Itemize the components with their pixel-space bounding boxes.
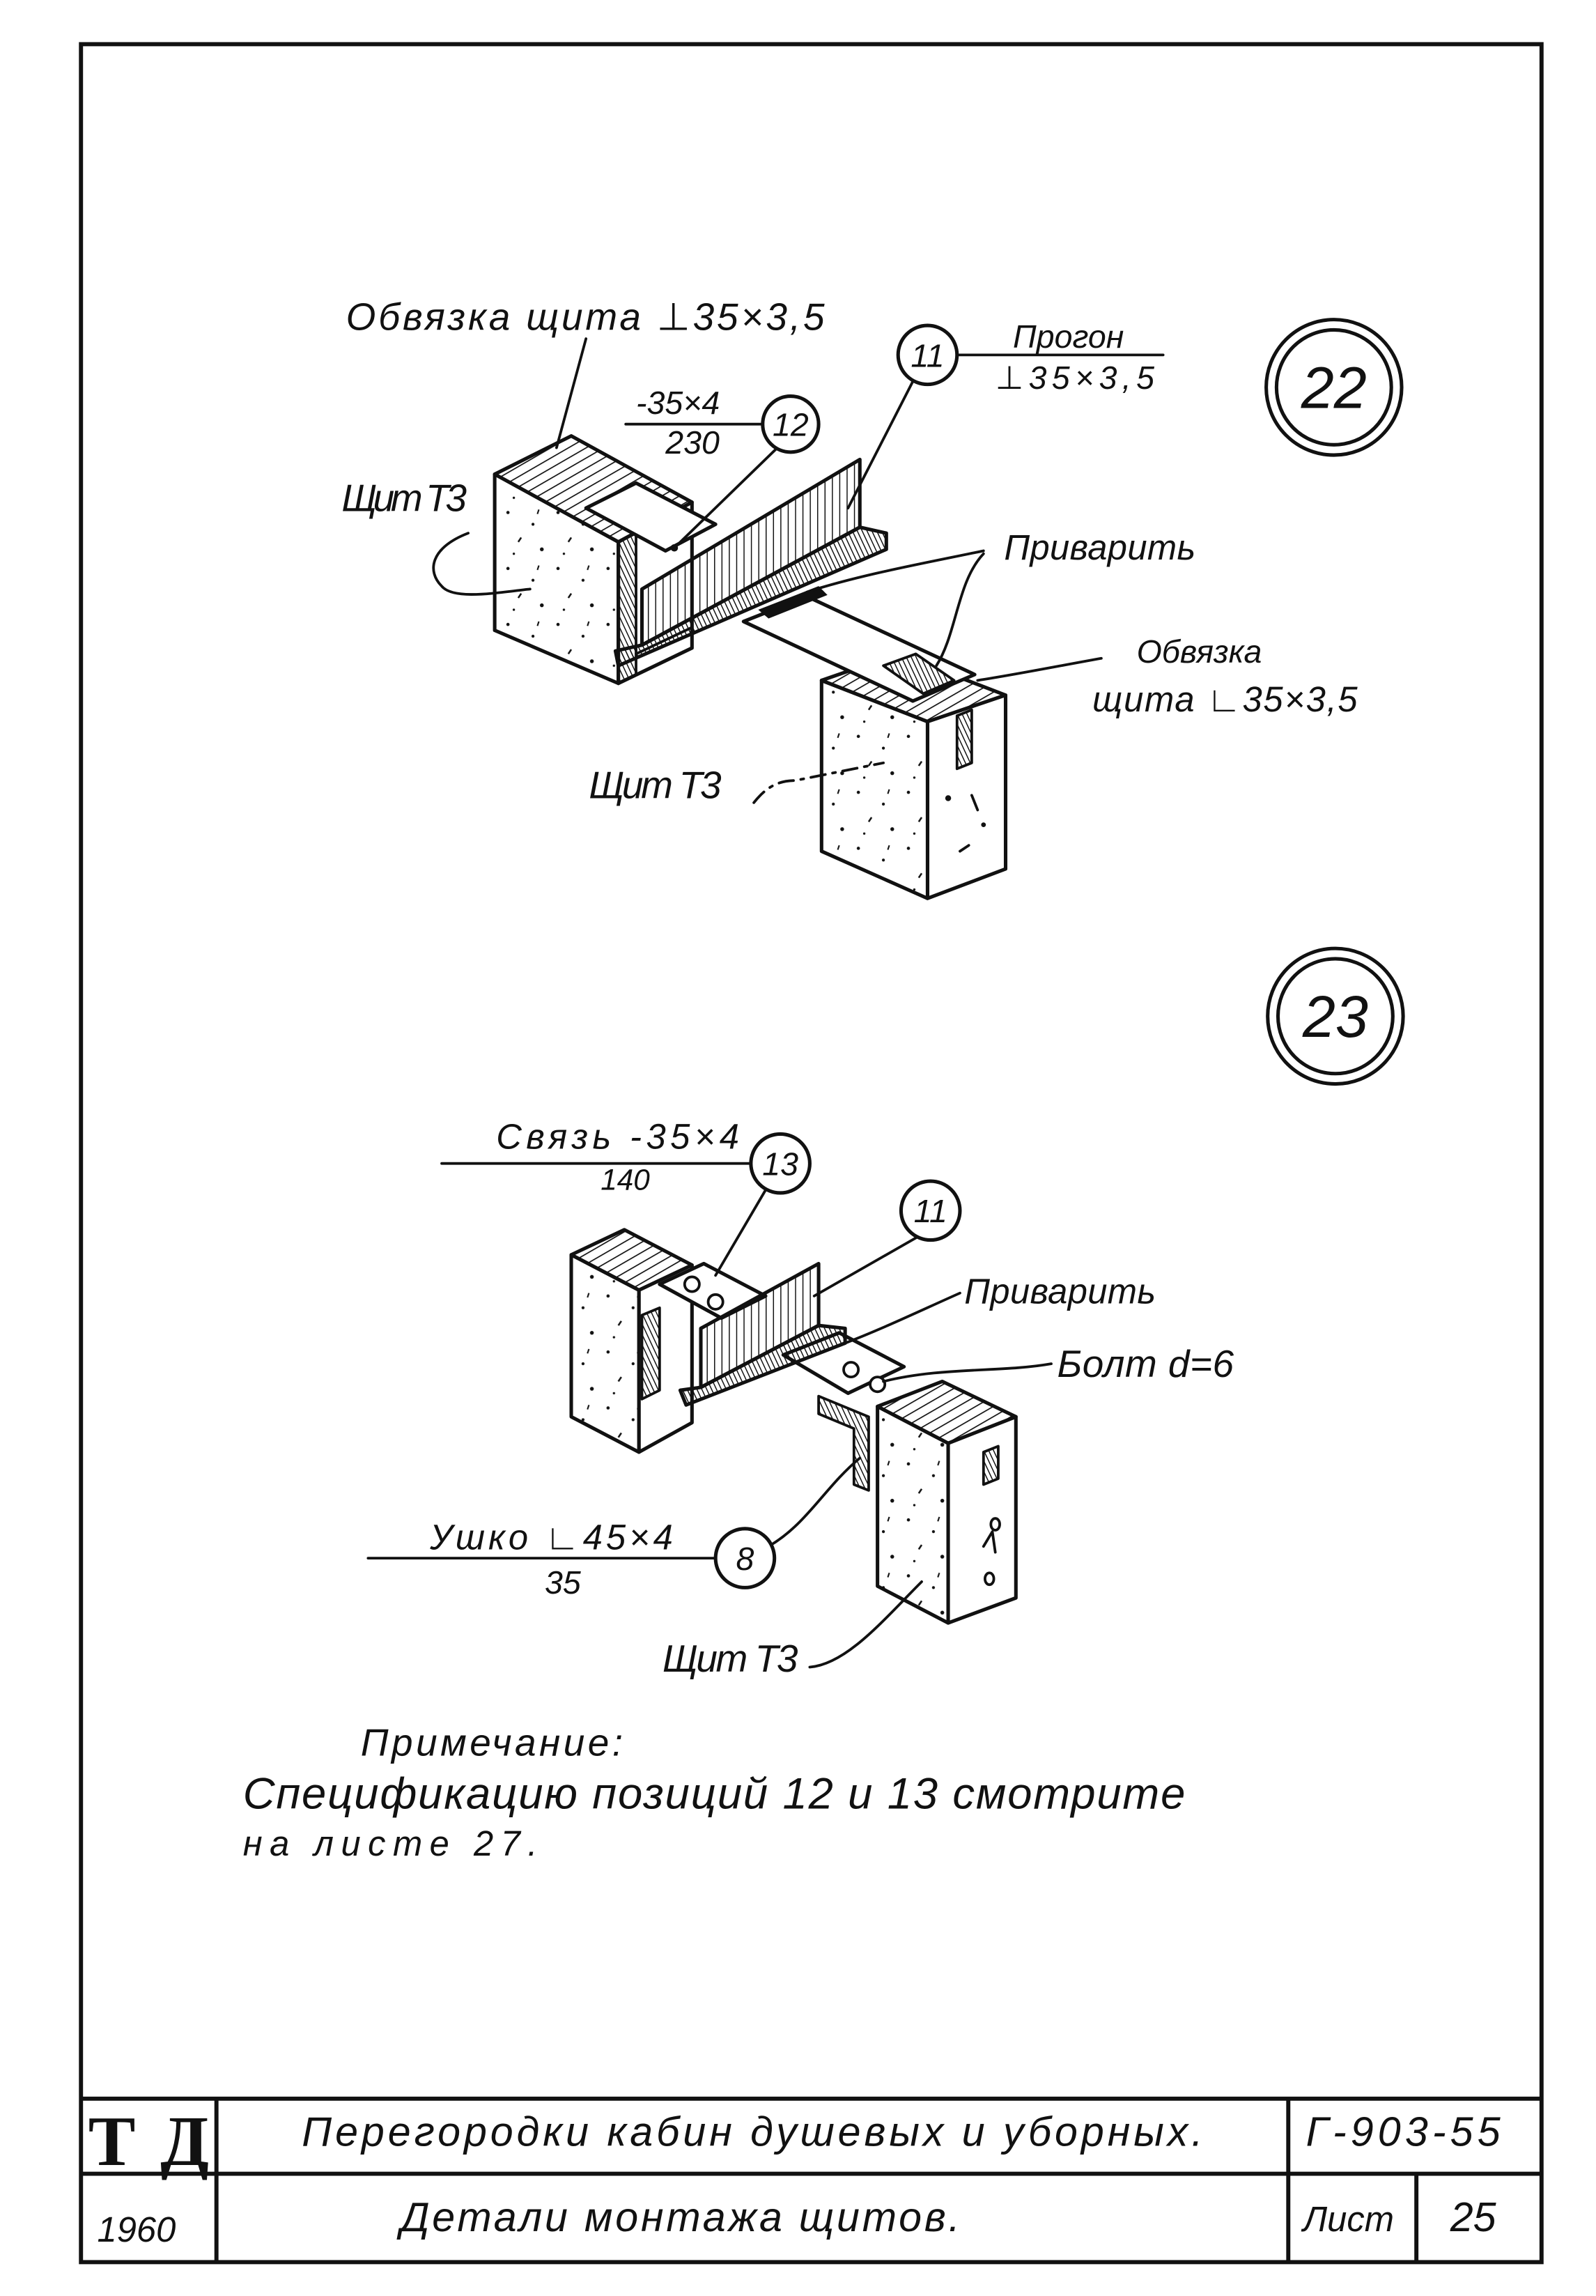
bolt-head — [842, 1361, 860, 1379]
plate-12-leader-dot — [670, 544, 679, 552]
position-circle-11 — [899, 1179, 962, 1242]
sheet-label: Лист — [1301, 2199, 1394, 2239]
project-title: Перегородки кабин душевых и уборных. — [302, 2108, 1202, 2155]
sheet-number: 25 — [1450, 2194, 1497, 2240]
note-heading: Примечание: — [361, 1720, 623, 1764]
plate-12-spec: -35×4 — [636, 385, 720, 421]
position-12-number: 12 — [773, 407, 809, 443]
panel-left-label: Щит Т3 — [341, 476, 467, 519]
weld-leader-right — [935, 552, 985, 668]
weld-label: Приварить — [1004, 527, 1195, 567]
detail-22-drawing: 12 11 22 Обвязка щита ⊥35×3,5 -35×4 230 … — [341, 295, 1404, 900]
panel-right-frame-slot — [982, 1444, 1000, 1486]
position-11-number: 11 — [911, 337, 944, 373]
purlin-11-leader — [846, 380, 915, 510]
panel-right-side-face — [925, 693, 1008, 900]
detail-23-inner-circle — [1276, 957, 1395, 1076]
bolt-leader — [882, 1362, 1053, 1383]
tie-spec: Связь -35×4 — [496, 1117, 739, 1157]
weld-label: Приварить — [964, 1271, 1156, 1311]
purlin-bottom-flange — [613, 525, 888, 668]
detail-23-drawing: 23 13 11 8 Связь -35×4 140 Приварить Бол… — [366, 946, 1405, 1680]
sheet-border — [79, 42, 1544, 2265]
panel-left-leader — [432, 532, 532, 596]
purlin-spec: ⊥35×3,5 — [995, 360, 1154, 396]
plate-12 — [584, 481, 718, 553]
title-block: ТД 1960 Перегородки кабин душевых и убор… — [81, 2096, 1542, 2263]
lug-8 — [817, 1394, 870, 1492]
lug-length: 35 — [545, 1564, 581, 1601]
panel-right-speck — [984, 1571, 995, 1587]
panel-right-leader — [752, 761, 885, 804]
frame-right-label-line1: Обвязка — [1137, 633, 1262, 670]
position-circle-11 — [896, 323, 959, 387]
position-13-number: 13 — [762, 1146, 798, 1182]
position-circle-13 — [749, 1132, 812, 1195]
purlin-name: Прогон — [1013, 318, 1124, 355]
lug-8-leader — [767, 1456, 862, 1548]
stamp-letters: ТД — [88, 2102, 209, 2180]
panel-label: Щит Т3 — [663, 1637, 798, 1680]
lug-spec: Ушко ∟45×4 — [429, 1517, 673, 1557]
panel-right-speck — [981, 822, 986, 827]
detail-22-number: 22 — [1301, 354, 1367, 420]
panel-right-label: Щит Т3 — [589, 764, 722, 807]
panel-left-channel — [640, 1306, 661, 1401]
tie-length: 140 — [601, 1164, 650, 1196]
detail-23-outer-circle — [1266, 946, 1405, 1086]
detail-22-outer-circle — [1264, 318, 1404, 457]
weld-leader — [844, 1291, 961, 1345]
weld-mark-right — [882, 652, 956, 695]
frame-right-label-line2: щита ∟35×3,5 — [1092, 679, 1358, 719]
position-circle-8 — [713, 1527, 777, 1589]
panel-right-speck — [945, 795, 952, 801]
series-code: Г-903-55 — [1306, 2108, 1501, 2155]
bolt-label: Болт d=6 — [1057, 1342, 1234, 1385]
detail-22-inner-circle — [1274, 328, 1393, 447]
frame-label-leader — [555, 337, 588, 449]
detail-23-number: 23 — [1302, 983, 1368, 1049]
panel-right-frame-slot — [955, 708, 973, 771]
panel-right-side-face — [946, 1415, 1018, 1625]
position-circle-12 — [761, 394, 821, 454]
panel-leader — [808, 1580, 923, 1669]
weld-leader-left — [805, 549, 985, 594]
stamp-year: 1960 — [97, 2210, 176, 2249]
tie-13-leader — [714, 1188, 767, 1277]
note-line-1: Спецификацию позиций 12 и 13 смотрите — [243, 1769, 1186, 1818]
bolt-head — [683, 1275, 701, 1293]
purlin-bottom-flange — [678, 1323, 847, 1407]
panel-right-speck — [982, 1530, 997, 1554]
plate-12-leader — [673, 447, 777, 550]
panel-right-speck — [989, 1517, 1001, 1532]
frame-label: Обвязка щита ⊥35×3,5 — [346, 295, 825, 338]
sheet-title: Детали монтажа щитов. — [396, 2194, 960, 2240]
panel-right-speck — [959, 794, 979, 853]
note-line-2: на листе 27. — [243, 1824, 538, 1863]
bolt-head — [706, 1293, 725, 1311]
position-11-number: 11 — [914, 1193, 947, 1229]
note-block: Примечание: Спецификацию позиций 12 и 13… — [243, 1720, 1186, 1863]
position-8-number: 8 — [736, 1541, 754, 1577]
plate-12-length: 230 — [665, 424, 720, 461]
frame-right-leader — [976, 656, 1103, 682]
weld-mark-left — [758, 586, 828, 619]
bolt-head — [869, 1376, 887, 1394]
purlin-11-leader — [812, 1235, 919, 1297]
